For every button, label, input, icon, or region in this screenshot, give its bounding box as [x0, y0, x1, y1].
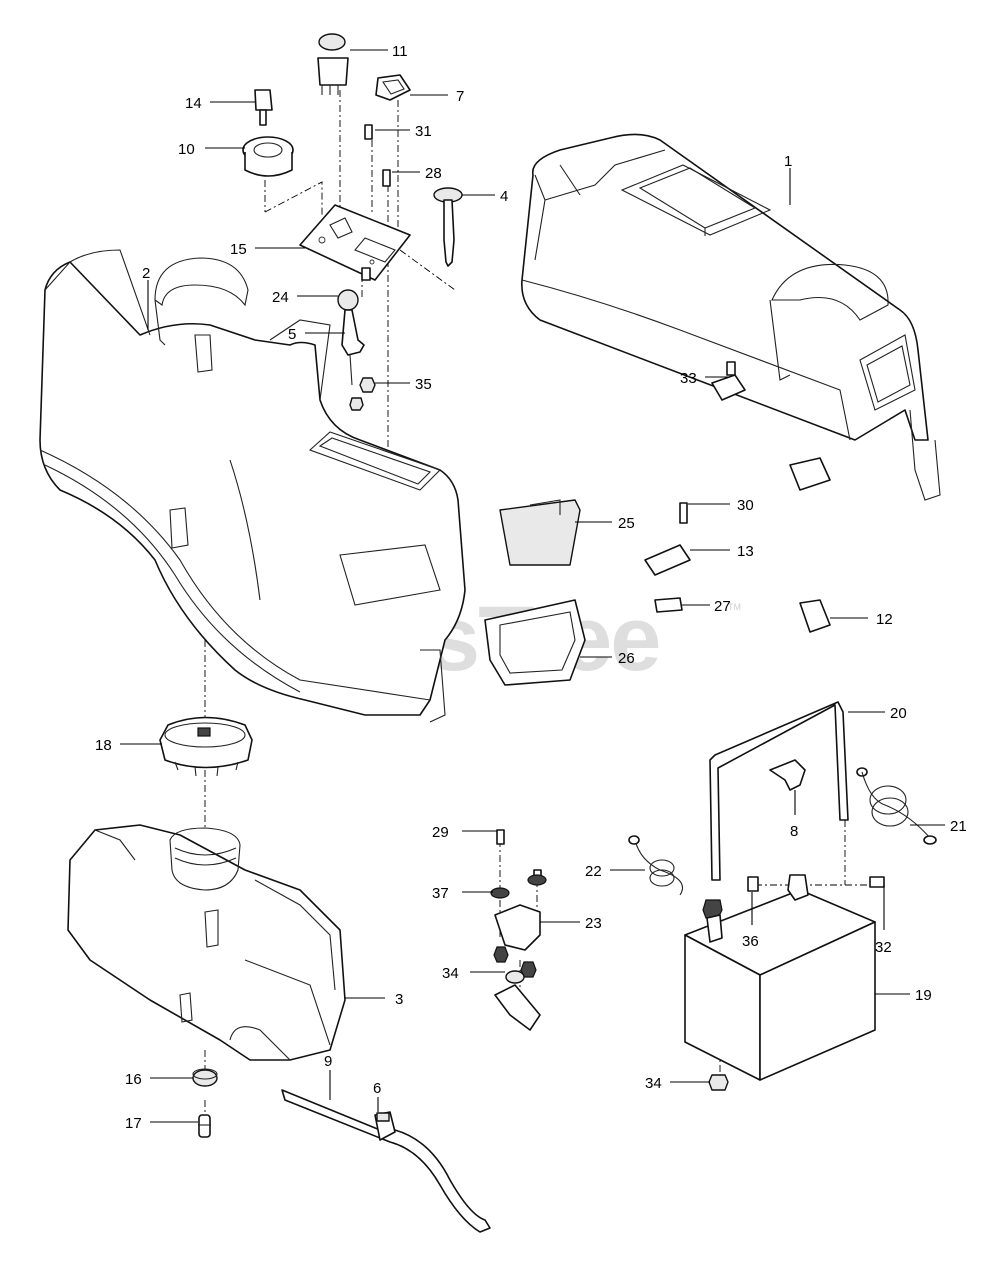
part-26-bezel — [484, 599, 586, 686]
part-12-relay — [799, 599, 831, 633]
callout-19: 19 — [915, 987, 932, 1004]
part-15-mounting-plate — [299, 204, 411, 281]
callout-6: 6 — [373, 1080, 381, 1097]
callout-16: 16 — [125, 1071, 142, 1088]
callout-21: 21 — [950, 818, 967, 835]
callout-29: 29 — [432, 824, 449, 841]
callout-15: 15 — [230, 241, 247, 258]
callout-31: 31 — [415, 123, 432, 140]
leader-lines — [120, 49, 945, 1123]
part-16-17-grommet-fitting — [192, 1068, 218, 1138]
part-29-37-23-solenoid — [490, 829, 547, 1031]
callout-28: 28 — [425, 165, 442, 182]
callout-14: 14 — [185, 95, 202, 112]
callout-8: 8 — [790, 823, 798, 840]
part-11-switch — [317, 33, 349, 95]
callout-9: 9 — [324, 1053, 332, 1070]
part-33-bracket — [711, 361, 746, 401]
callout-7: 7 — [456, 88, 464, 105]
part-10-ignition-switch — [242, 136, 294, 177]
watermark-tm: TM — [728, 602, 741, 612]
part-3-fuel-tank — [67, 824, 346, 1061]
part-25-lens — [499, 499, 581, 566]
part-24-5-lever — [337, 267, 371, 386]
callout-4: 4 — [500, 188, 508, 205]
callout-34-solenoid: 34 — [442, 965, 459, 982]
callout-26: 26 — [618, 650, 635, 667]
part-35-nut — [349, 377, 376, 411]
callout-34-battery: 34 — [645, 1075, 662, 1092]
callout-11: 11 — [392, 43, 408, 60]
part-8-connector — [769, 759, 806, 791]
callout-36: 36 — [742, 933, 759, 950]
callout-33: 33 — [680, 370, 697, 387]
part-30-13-27-switch — [644, 502, 691, 613]
callout-12: 12 — [876, 611, 893, 628]
part-36-32-bolts — [702, 876, 885, 1091]
part-14-ignition-key — [254, 89, 273, 126]
callout-18: 18 — [95, 737, 112, 754]
callout-numbers: 1 2 3 4 5 6 7 8 9 10 11 12 13 14 15 16 1… — [95, 43, 967, 1132]
callout-22: 22 — [585, 863, 602, 880]
callout-3: 3 — [395, 991, 403, 1008]
callout-13: 13 — [737, 543, 754, 560]
part-22-cable — [628, 835, 684, 896]
callout-24: 24 — [272, 289, 289, 306]
callout-30: 30 — [737, 497, 754, 514]
callout-17: 17 — [125, 1115, 142, 1132]
part-20-rod — [709, 701, 849, 881]
part-1-console-cover — [521, 133, 941, 501]
part-31-28-screws — [364, 124, 391, 187]
callout-32: 32 — [875, 939, 892, 956]
part-7-cap — [375, 74, 411, 101]
callout-10: 10 — [178, 141, 195, 158]
callout-25: 25 — [618, 515, 635, 532]
callout-35: 35 — [415, 376, 432, 393]
part-switch-small — [789, 457, 831, 491]
part-9-6-fuel-line-valve — [281, 1089, 491, 1233]
callout-20: 20 — [890, 705, 907, 722]
callout-27: 27 — [714, 598, 731, 615]
part-21-cable — [856, 767, 937, 845]
callout-1: 1 — [784, 153, 792, 170]
part-2-fender-hood — [39, 249, 466, 723]
callout-37: 37 — [432, 885, 449, 902]
callout-2: 2 — [142, 265, 150, 282]
part-18-fuel-cap — [159, 716, 253, 777]
callout-23: 23 — [585, 915, 602, 932]
part-4-knob — [433, 187, 463, 267]
part-19-battery — [684, 874, 876, 1081]
callout-5: 5 — [288, 326, 296, 343]
